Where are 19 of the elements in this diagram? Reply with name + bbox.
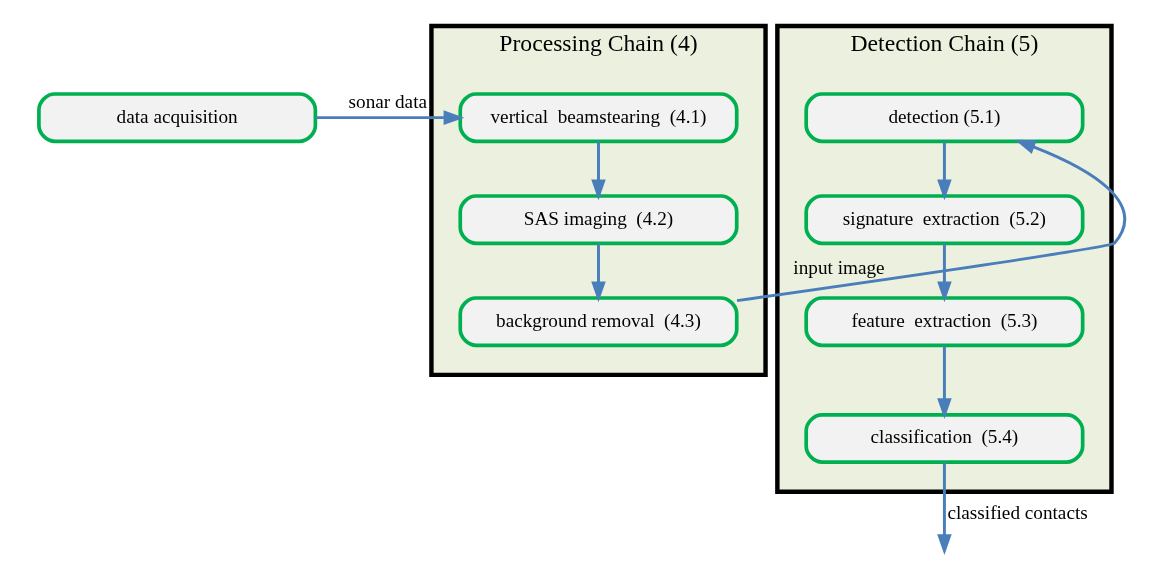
arrow <box>937 243 952 303</box>
arrow <box>937 141 952 201</box>
arrow <box>315 110 465 125</box>
edge-label: sonar data <box>348 90 428 112</box>
node-box: classification (5.4) <box>804 412 1085 464</box>
edge-label: input image <box>793 256 885 278</box>
node-box: SAS imaging (4.2) <box>458 194 739 246</box>
node-box: signature extraction (5.2) <box>804 194 1085 246</box>
node-box: background removal (4.3) <box>458 296 739 348</box>
edge-label: classified contacts <box>947 501 1088 523</box>
arrow <box>937 462 952 556</box>
node-box: feature extraction (5.3) <box>804 296 1085 348</box>
node-box: vertical beamstearing (4.1) <box>458 92 739 144</box>
arrow <box>591 243 606 303</box>
arrow <box>736 139 1126 303</box>
arrow <box>937 345 952 419</box>
arrow <box>591 141 606 201</box>
node-box: detection (5.1) <box>804 92 1085 144</box>
node-box: data acquisition <box>37 92 318 144</box>
